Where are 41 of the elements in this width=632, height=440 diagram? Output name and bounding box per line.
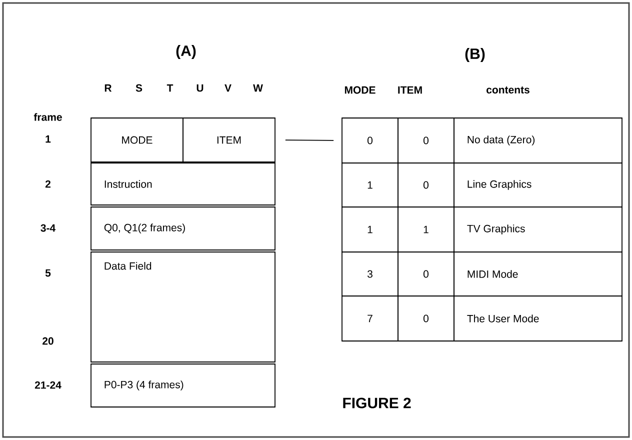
- field-box: Data Field: [90, 252, 276, 362]
- column-label: W: [253, 84, 263, 92]
- table-cell: TV Graphics: [454, 206, 622, 252]
- table-cell: MIDI Mode: [454, 252, 622, 296]
- column-label: V: [224, 84, 232, 92]
- figure-caption: FIGURE 2: [343, 398, 411, 408]
- column-label: 3-4: [40, 224, 56, 232]
- field-box: P0-P3 (4 frames): [90, 364, 276, 408]
- connector-line: [285, 140, 334, 141]
- column-label: 5: [45, 269, 51, 277]
- table-cell: 3: [342, 252, 398, 296]
- panel-heading: (A): [176, 45, 196, 59]
- table-cell: 0: [398, 162, 454, 208]
- column-label: S: [136, 84, 142, 92]
- table-cell: 0: [398, 252, 454, 296]
- table-cell: 0: [398, 118, 454, 164]
- table-cell: 1: [398, 206, 454, 252]
- field-box: Q0, Q1(2 frames): [90, 206, 276, 250]
- column-label: ITEM: [398, 86, 422, 94]
- column-label: contents: [486, 86, 530, 94]
- table-cell: Line Graphics: [454, 162, 622, 208]
- table-cell: No data (Zero): [454, 118, 622, 164]
- column-label: 1: [46, 135, 51, 143]
- table-cell: 0: [342, 118, 398, 164]
- column-label: T: [166, 84, 174, 92]
- column-label: MODE: [344, 86, 376, 94]
- column-label: U: [196, 84, 204, 92]
- field-box: Instruction: [90, 162, 276, 206]
- column-label: R: [104, 84, 112, 92]
- column-label: 21-24: [34, 381, 62, 389]
- field-box: ITEM: [182, 118, 276, 162]
- table-cell: 1: [342, 206, 398, 252]
- column-label: 20: [42, 337, 54, 345]
- table-cell: 7: [342, 296, 398, 342]
- column-label: frame: [34, 113, 62, 121]
- table-cell: 1: [342, 162, 398, 208]
- table-cell: The User Mode: [454, 296, 622, 342]
- field-box: MODE: [90, 118, 184, 162]
- panel-heading: (B): [465, 48, 485, 62]
- table-cell: 0: [398, 296, 454, 342]
- column-label: 2: [45, 180, 50, 188]
